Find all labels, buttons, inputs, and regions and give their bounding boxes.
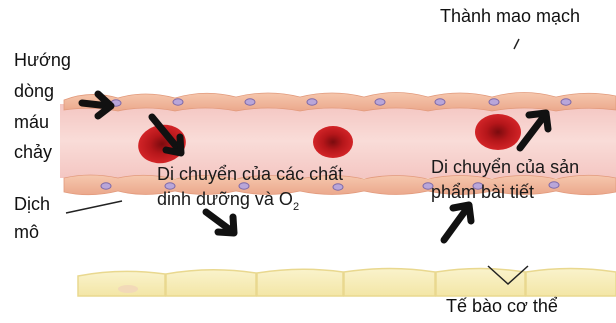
capillary-wall-upper — [64, 93, 616, 112]
waste-movement-label-line1: Di chuyển của sản — [431, 157, 579, 177]
tissue-fluid-label-line: Dịch — [14, 194, 50, 214]
capillary-wall-label: Thành mao mạch — [440, 6, 580, 26]
waste-movement-label-line2: phẩm bài tiết — [431, 182, 534, 202]
tissue-fluid-label: Dịch mô — [14, 194, 50, 242]
blood-flow-label-line: Hướng — [14, 50, 71, 70]
blood-flow-label-line: máu — [14, 112, 49, 132]
black-arrow-icon — [206, 212, 234, 233]
blood-flow-label-line: dòng — [14, 81, 54, 101]
nutrient-movement-label-line1: Di chuyển của các chất — [157, 164, 343, 184]
red-blood-cell-icon — [475, 114, 521, 150]
red-blood-cell-icon — [313, 126, 353, 158]
blood-flow-label-line: chảy — [14, 142, 52, 162]
body-cells — [78, 269, 616, 297]
body-cell-nucleus — [118, 285, 138, 293]
capillary-wall-pointer — [514, 39, 519, 49]
nutrient-movement-label-line2: dinh dưỡng và O2 — [157, 189, 299, 213]
tissue-fluid-label-line: mô — [14, 222, 39, 242]
body-cells-label: Tế bào cơ thể — [446, 296, 558, 316]
black-arrow-icon — [444, 205, 471, 240]
tissue-fluid-pointer — [66, 201, 122, 213]
